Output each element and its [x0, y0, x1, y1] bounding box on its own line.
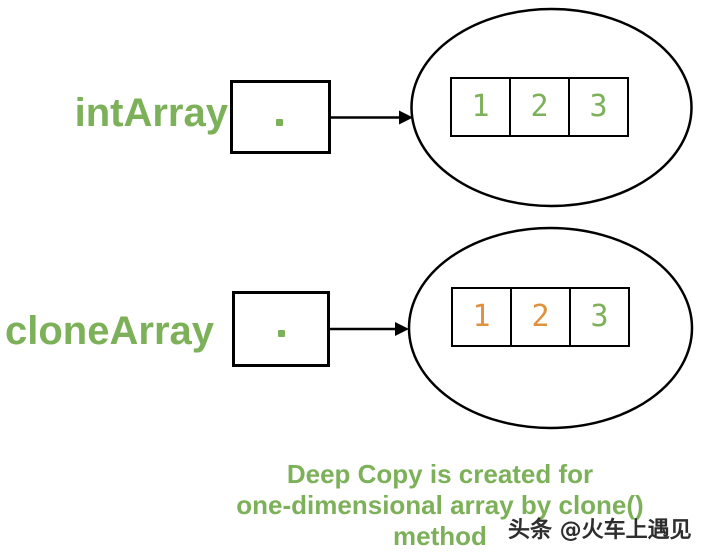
array-cell: 2: [510, 287, 571, 347]
arrow-head-icon: [399, 110, 413, 125]
array-cell: 1: [450, 77, 511, 137]
cell-value: 3: [590, 299, 609, 334]
cell-value: 2: [530, 89, 549, 124]
clonearray-cells: 1 2 3: [451, 287, 630, 347]
caption: Deep Copy is created for one-dimensional…: [180, 459, 700, 552]
intarray-cells: 1 2 3: [450, 77, 629, 137]
array-cell: 2: [509, 77, 570, 137]
clonearray-heap-ellipse: [407, 226, 694, 430]
watermark-credit: 头条 @火车上遇见: [508, 518, 692, 543]
intarray-heap-ellipse: [410, 7, 693, 208]
arrow-head-icon: [395, 322, 409, 336]
clonearray-label: cloneArray: [5, 309, 214, 353]
pointer-dot-icon: [276, 119, 283, 126]
array-cell: 1: [451, 287, 512, 347]
clonearray-reference-box: [232, 291, 330, 367]
cell-value: 1: [471, 89, 490, 124]
pointer-dot-icon: [278, 330, 285, 337]
intarray-label: intArray: [74, 91, 228, 135]
cell-value: 3: [589, 89, 608, 124]
caption-line: Deep Copy is created for: [286, 459, 594, 489]
intarray-pointer-arrow: [331, 110, 413, 125]
clonearray-pointer-arrow: [330, 322, 409, 336]
cell-value: 2: [531, 299, 550, 334]
intarray-reference-box: [230, 80, 331, 154]
caption-line: method: [393, 521, 487, 551]
array-cell: 3: [568, 77, 629, 137]
cell-value: 1: [472, 299, 491, 334]
caption-line: one-dimensional array by clone(): [236, 490, 644, 520]
array-cell: 3: [569, 287, 630, 347]
